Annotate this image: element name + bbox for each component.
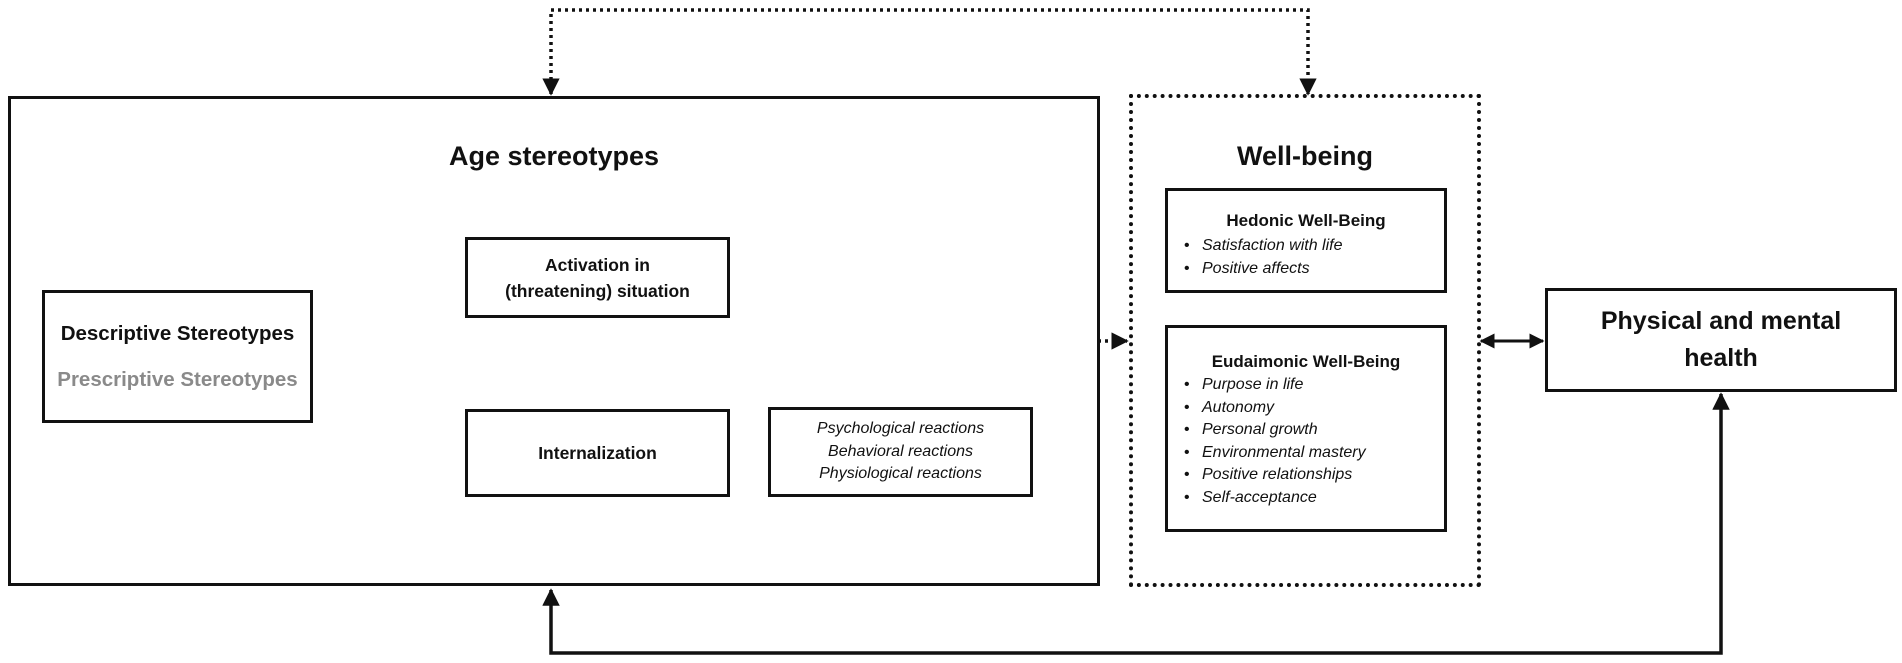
- bottom-feedback-connector: [542, 392, 1730, 655]
- stereotypes-box: Descriptive Stereotypes Prescriptive Ste…: [42, 290, 313, 423]
- well-being-panel: [1129, 94, 1481, 587]
- internalization-label: Internalization: [538, 442, 657, 463]
- eudaimonic-item: Purpose in life: [1178, 374, 1444, 397]
- top-dotted-connector: [542, 8, 1317, 96]
- reactions-box: Psychological reactions Behavioral react…: [768, 407, 1033, 497]
- internalization-box: Internalization: [465, 409, 730, 497]
- activation-line-1: Activation in: [544, 254, 650, 275]
- eudaimonic-item: Self-acceptance: [1178, 487, 1444, 510]
- age-stereotypes-title: Age stereotypes: [448, 141, 660, 171]
- eudaimonic-item: Personal growth: [1178, 419, 1444, 442]
- eudaimonic-box: Eudaimonic Well-Being Purpose in life Au…: [1165, 325, 1447, 532]
- eudaimonic-item: Environmental mastery: [1178, 442, 1444, 465]
- eudaimonic-list: Purpose in life Autonomy Personal growth…: [1178, 374, 1444, 509]
- behavioral-reactions: Behavioral reactions: [828, 442, 973, 460]
- health-label-line-1: Physical and mental: [1600, 307, 1842, 335]
- eudaimonic-item: Autonomy: [1178, 397, 1444, 420]
- prescriptive-stereotypes-label: Prescriptive Stereotypes: [57, 367, 298, 391]
- activation-line-2: (threatening) situation: [505, 280, 690, 301]
- physiological-reactions: Physiological reactions: [819, 465, 982, 483]
- eudaimonic-title: Eudaimonic Well-Being: [1211, 352, 1401, 371]
- activation-box: Activation in (threatening) situation: [465, 237, 730, 318]
- health-box: Physical and mental health: [1545, 288, 1897, 392]
- hedonic-title: Hedonic Well-Being: [1226, 211, 1386, 230]
- hedonic-item: Satisfaction with life: [1178, 235, 1444, 258]
- psychological-reactions: Psychological reactions: [816, 420, 985, 438]
- hedonic-item: Positive affects: [1178, 258, 1444, 281]
- eudaimonic-item: Positive relationships: [1178, 464, 1444, 487]
- health-label-line-2: health: [1684, 344, 1758, 372]
- well-being-title: Well-being: [1236, 141, 1373, 171]
- hedonic-list: Satisfaction with life Positive affects: [1178, 235, 1444, 280]
- hedonic-box: Hedonic Well-Being Satisfaction with lif…: [1165, 188, 1447, 293]
- descriptive-stereotypes-label: Descriptive Stereotypes: [60, 321, 295, 345]
